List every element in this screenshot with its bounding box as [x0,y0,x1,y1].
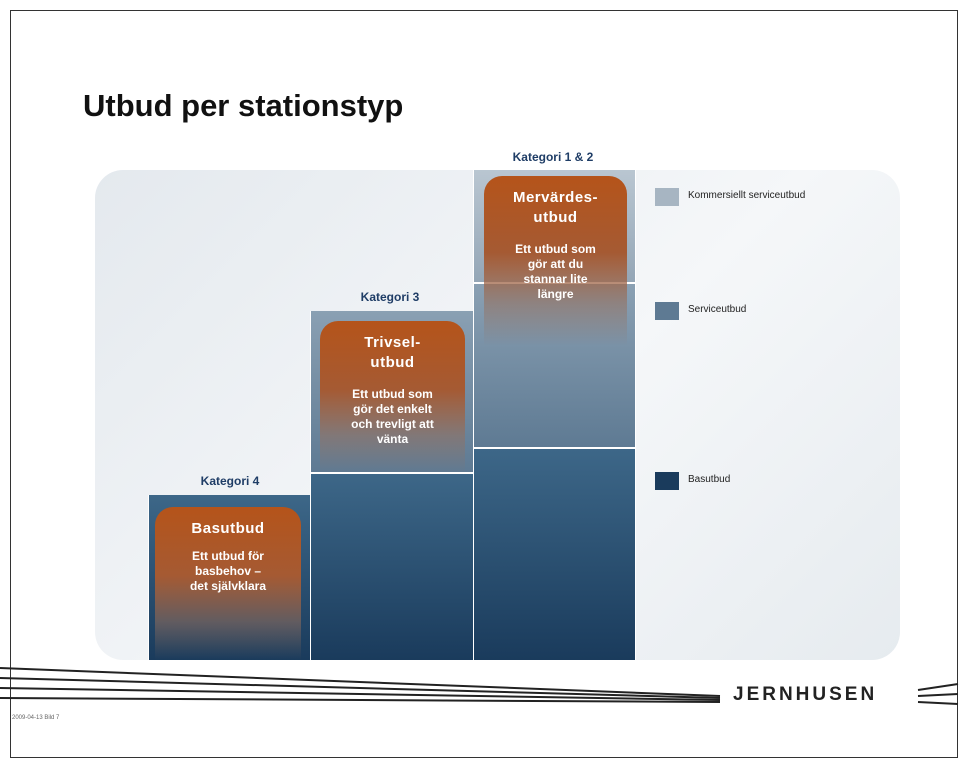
column-kategori-4: Basutbud Ett utbud för basbehov – det sj… [148,495,311,660]
card-title: Trivsel- utbud [364,334,421,371]
jernhusen-logo: JERNHUSEN [733,684,878,705]
legend-swatch [655,472,679,490]
band-divider [311,472,473,474]
legend-label: Kommersiellt serviceutbud [688,190,806,201]
legend-label: Serviceutbud [688,304,747,315]
band-basutbud [474,449,635,660]
card-trivselutbud: Trivsel- utbud Ett utbud som gör det enk… [320,321,465,473]
card-description: Ett utbud som gör det enkelt och trevlig… [351,387,434,446]
column-kategori-1-2: Mervärdes- utbud Ett utbud som gör att d… [473,170,636,660]
legend-label: Basutbud [688,474,731,485]
column-label-kategori-1-2: Kategori 1 & 2 [512,150,594,164]
card-description: Ett utbud som gör att du stannar lite lä… [515,242,596,301]
slide-footnote: 2009-04-13 Bild 7 [12,715,60,721]
column-label-kategori-3: Kategori 3 [360,290,420,304]
legend-swatch [655,188,679,206]
card-description: Ett utbud för basbehov – det självklara [189,549,267,593]
card-title: Basutbud [191,520,265,537]
card-mervardesutbud: Mervärdes- utbud Ett utbud som gör att d… [484,176,627,346]
band-divider [474,447,635,449]
card-title: Mervärdes- utbud [512,189,599,226]
column-kategori-3: Trivsel- utbud Ett utbud som gör det enk… [310,311,474,660]
card-basutbud: Basutbud Ett utbud för basbehov – det sj… [155,507,301,660]
column-label-kategori-4: Kategori 4 [200,474,260,488]
legend-swatch [655,302,679,320]
footer-swoosh-lines [0,667,959,705]
band-basutbud [311,474,473,660]
slide-title: Utbud per stationstyp [83,88,404,123]
